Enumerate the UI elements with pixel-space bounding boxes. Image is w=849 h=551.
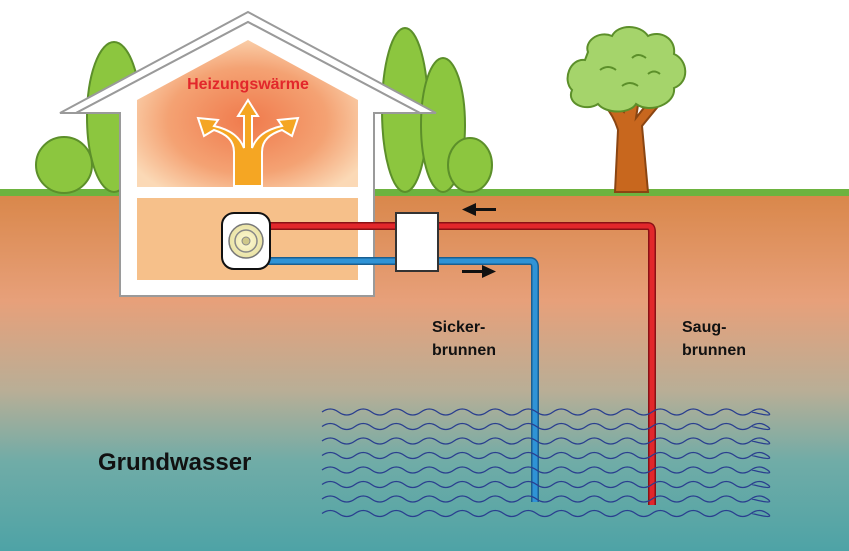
suction-well-label-line1: Saug-	[682, 319, 726, 336]
wave-icon	[321, 466, 771, 474]
suction-well-label-line2: brunnen	[682, 342, 746, 359]
infiltration-well-label-line1: Sicker-	[432, 319, 485, 336]
flow-arrow-right-icon	[462, 265, 496, 278]
wave-icon	[321, 509, 771, 518]
tree-icon	[566, 26, 687, 193]
groundwater-label: Grundwasser	[98, 449, 251, 476]
wave-icon	[321, 422, 771, 431]
wave-icon	[321, 480, 771, 489]
flow-arrow-left-icon	[462, 203, 496, 216]
heat-pump-icon	[221, 212, 271, 270]
heat-arrow-icon	[196, 98, 300, 187]
infiltration-well-label-line2: brunnen	[432, 342, 496, 359]
hot-pipe-fill	[268, 223, 655, 505]
groundwater-waves	[321, 408, 771, 518]
cold-pipe-fill	[268, 258, 538, 502]
wave-icon	[321, 437, 771, 445]
wave-icon	[321, 451, 771, 460]
grass-line	[0, 189, 849, 196]
heat-label: Heizungswärme	[187, 76, 309, 93]
wave-icon	[321, 408, 771, 416]
heat-exchanger-icon	[395, 212, 439, 272]
wave-icon	[321, 495, 771, 503]
